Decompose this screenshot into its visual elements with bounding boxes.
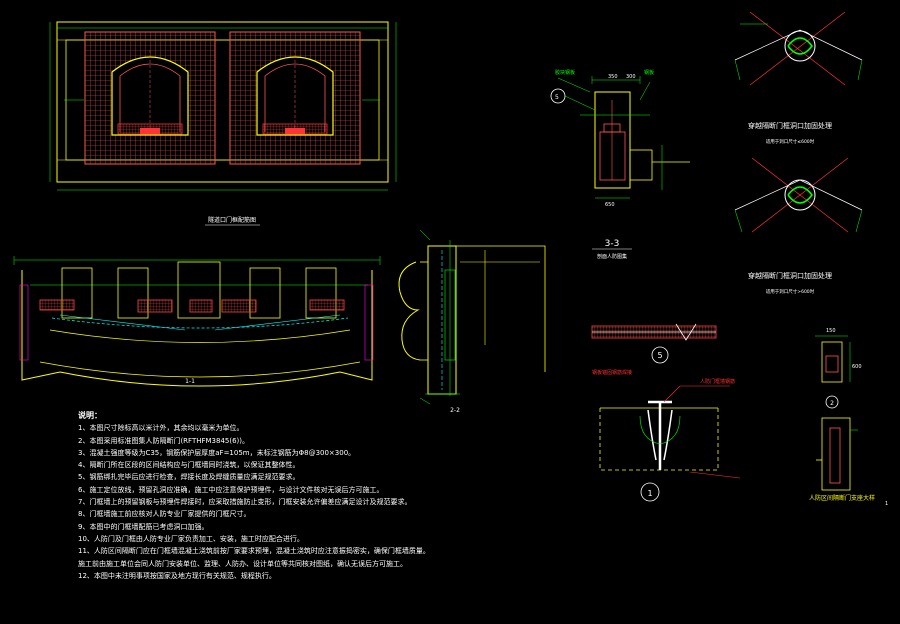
callout-top: 胶块钢板 <box>555 69 575 76</box>
note-item: 7、门框墙上的预留钢板与预埋件焊接时，应采取措施防止变形，门框安装允许偏差应满足… <box>78 498 412 507</box>
note-item: 10、人防门及门框由人防专业厂家负责加工、安装，施工时应配合进行。 <box>78 534 304 543</box>
callout-bolt: 钢板 <box>644 69 654 76</box>
detail-2 <box>815 335 858 491</box>
page-mark: 1 <box>885 501 888 507</box>
corner-sub-1: 适用于洞口尺寸≤600时 <box>766 138 815 145</box>
note-red-2: 人防门框墙钢筋 <box>700 378 735 385</box>
note-item: 3、混凝土强度等级为C35，钢筋保护层厚度aF=105m，未标注钢筋为Φ8@30… <box>78 448 356 457</box>
section-3-3-label: 3-3 <box>605 239 620 249</box>
note-item: 4、隔断门所在区段的区间结构应与门框墙同时浇筑，以保证其整体性。 <box>78 461 300 470</box>
section-2-2 <box>398 229 546 405</box>
corner-detail-bottom <box>734 157 863 233</box>
detail-5 <box>591 323 717 364</box>
section-3-3-subtitle: 剖面人防图集 <box>597 253 627 260</box>
general-notes: 说明： 1、本图尺寸除标高以米计外，其余均以毫米为单位。 2、本图采用标准图集人… <box>78 410 618 582</box>
dim-150: 150 <box>826 328 836 334</box>
corner-detail-top <box>734 11 863 86</box>
detail-5-marker: 5 <box>555 94 559 101</box>
note-item: 6、施工定位放线，预留孔洞应准确，施工中应注意保护预埋件，与设计文件核对无误后方… <box>78 485 384 494</box>
corner-title-1: 穿越隔断门框洞口加固处理 <box>748 121 832 130</box>
section-1-1 <box>13 256 381 387</box>
note-item: 2、本图采用标准图集人防隔断门(RFTHFM3845(6))。 <box>78 436 250 445</box>
section-3-3 <box>550 76 690 199</box>
note-item: 1、本图尺寸除标高以米计外，其余均以毫米为单位。 <box>78 424 244 433</box>
detail-1 <box>599 385 741 502</box>
corner-sub-2: 适用于洞口尺寸>600时 <box>766 288 815 295</box>
anchor-title: 人防区间隔断门支座大样 <box>809 494 875 502</box>
dim-650: 650 <box>605 202 615 208</box>
elevation-title: 隧道口门框配筋图 <box>208 216 256 224</box>
note-red-1: 钢板锚固钢筋焊接 <box>592 369 632 376</box>
dim-300: 300 <box>626 74 636 80</box>
section-2-2-label: 2-2 <box>450 407 460 414</box>
note-item: 12、本图中未注明事项按国家及地方现行有关规范、规程执行。 <box>78 571 276 580</box>
note-item: 8、门框墙施工前应核对人防专业厂家提供的门框尺寸。 <box>78 510 251 519</box>
note-item: 施工前由施工单位会同人防门安装单位、监理、人防办、设计单位等共同核对图纸，确认无… <box>78 559 407 568</box>
note-item: 9、本图中的门框墙配筋已考虑洞口加强。 <box>78 522 209 531</box>
note-item: 11、人防区间隔断门应在门框墙混凝土浇筑前按厂家要求预埋，混凝土浇筑时应注意振捣… <box>78 547 430 556</box>
detail-1-label: 1 <box>647 489 652 498</box>
portal-elevation <box>49 21 397 191</box>
detail-2-label: 2 <box>830 400 834 407</box>
dim-600: 600 <box>852 364 862 370</box>
detail-5-label: 5 <box>657 351 662 360</box>
notes-heading: 说明： <box>78 411 102 420</box>
note-item: 5、钢筋绑扎完毕后应进行检查，焊接长度及焊缝质量应满足规范要求。 <box>78 473 300 482</box>
dim-350: 350 <box>608 74 618 80</box>
corner-title-2: 穿越隔断门框洞口加固处理 <box>748 271 832 280</box>
section-1-1-label: 1-1 <box>185 378 195 385</box>
